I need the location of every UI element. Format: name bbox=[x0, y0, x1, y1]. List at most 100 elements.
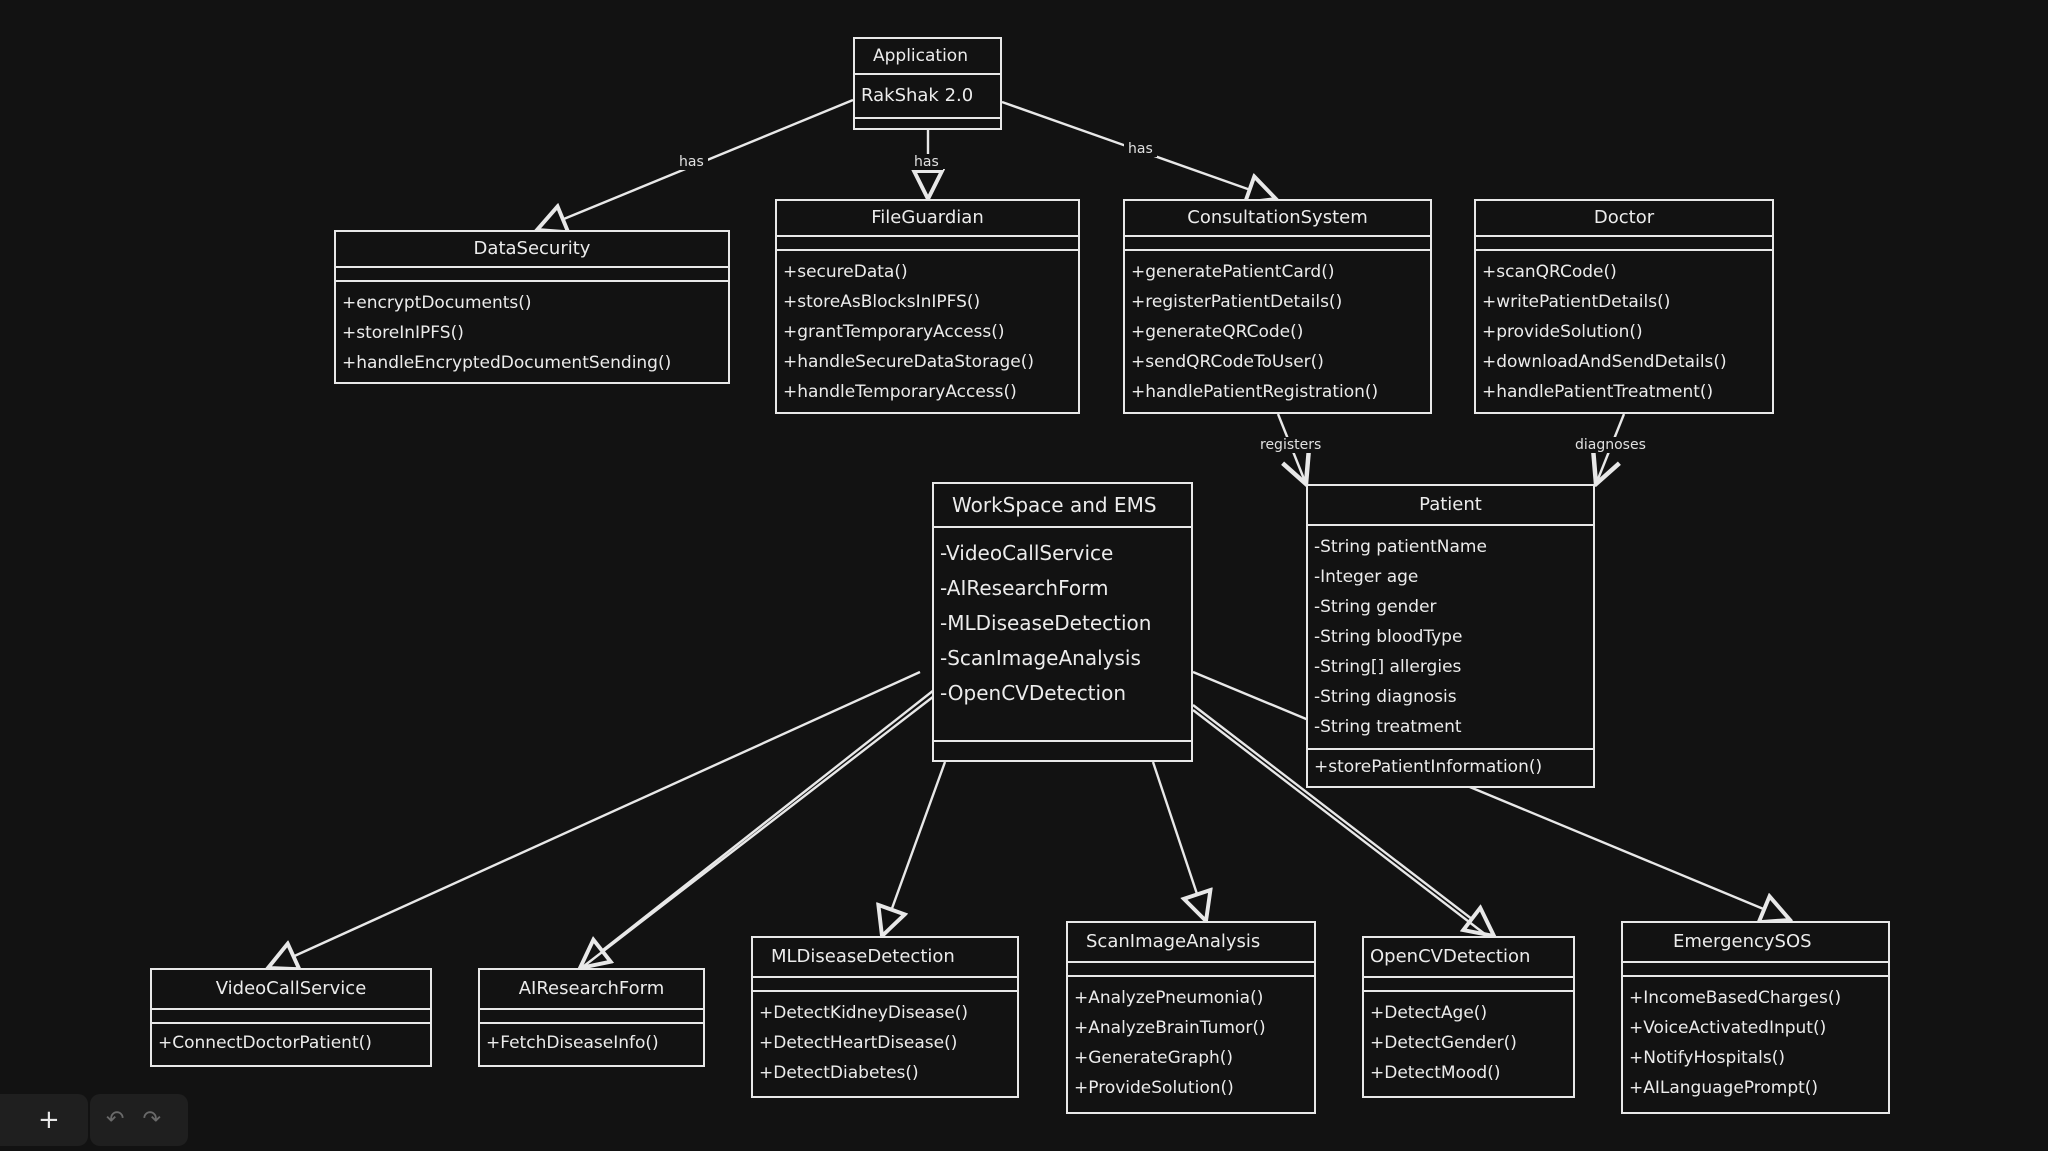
attribute: -VideoCallService bbox=[940, 541, 1114, 565]
attribute: -String diagnosis bbox=[1314, 687, 1457, 707]
class-name: VideoCallService bbox=[152, 970, 430, 1010]
class-attributes bbox=[1364, 978, 1573, 992]
class-datasecurity[interactable]: DataSecurity +encryptDocuments() +storeI… bbox=[334, 230, 730, 384]
class-methods: +scanQRCode() +writePatientDetails() +pr… bbox=[1476, 251, 1772, 413]
method: +ConnectDoctorPatient() bbox=[158, 1033, 372, 1053]
class-attributes bbox=[336, 268, 728, 282]
edge-ws-emergency bbox=[1192, 670, 1790, 920]
class-methods: +secureData() +storeAsBlocksInIPFS() +gr… bbox=[777, 251, 1078, 413]
class-workspace-ems[interactable]: WorkSpace and EMS -VideoCallService -AIR… bbox=[932, 482, 1193, 762]
class-attributes bbox=[1623, 963, 1888, 977]
method: +DetectMood() bbox=[1370, 1063, 1501, 1083]
class-attributes bbox=[1068, 963, 1314, 977]
class-attributes bbox=[1125, 237, 1430, 251]
method: +provideSolution() bbox=[1482, 322, 1643, 342]
method: +scanQRCode() bbox=[1482, 262, 1617, 282]
class-name: MLDiseaseDetection bbox=[753, 938, 1017, 978]
class-mldiseasedetection[interactable]: MLDiseaseDetection +DetectKidneyDisease(… bbox=[751, 936, 1019, 1098]
method: +storeInIPFS() bbox=[342, 323, 464, 343]
edge-ws-scanimage bbox=[1151, 761, 1206, 921]
method: +secureData() bbox=[783, 262, 908, 282]
method: +handleTemporaryAccess() bbox=[783, 382, 1017, 402]
attribute: -ScanImageAnalysis bbox=[940, 646, 1141, 670]
method: +encryptDocuments() bbox=[342, 293, 532, 313]
class-attributes: -VideoCallService -AIResearchForm -MLDis… bbox=[934, 528, 1191, 742]
method: +NotifyHospitals() bbox=[1629, 1048, 1785, 1068]
class-name: AIResearchForm bbox=[480, 970, 703, 1010]
class-methods: +storePatientInformation() bbox=[1308, 750, 1593, 784]
attribute: -String patientName bbox=[1314, 537, 1487, 557]
method: +handlePatientRegistration() bbox=[1131, 382, 1379, 402]
attribute: -AIResearchForm bbox=[940, 576, 1109, 600]
class-attributes bbox=[480, 1010, 703, 1024]
class-consultationsystem[interactable]: ConsultationSystem +generatePatientCard(… bbox=[1123, 199, 1432, 414]
method: +handleSecureDataStorage() bbox=[783, 352, 1034, 372]
class-videocallservice[interactable]: VideoCallService +ConnectDoctorPatient() bbox=[150, 968, 432, 1067]
edge-label-has: has bbox=[910, 154, 943, 170]
attribute: -OpenCVDetection bbox=[940, 681, 1126, 705]
class-attributes bbox=[1476, 237, 1772, 251]
class-name: Patient bbox=[1308, 486, 1593, 526]
edge-label-registers: registers bbox=[1256, 437, 1326, 453]
attribute: -String[] allergies bbox=[1314, 657, 1462, 677]
class-name: DataSecurity bbox=[336, 232, 728, 268]
method: +DetectHeartDisease() bbox=[759, 1033, 958, 1053]
attribute: -Integer age bbox=[1314, 567, 1419, 587]
method: +storePatientInformation() bbox=[1314, 757, 1543, 777]
class-methods: +AnalyzePneumonia() +AnalyzeBrainTumor()… bbox=[1068, 977, 1314, 1109]
edge-label-diagnoses: diagnoses bbox=[1571, 437, 1650, 453]
class-name: ConsultationSystem bbox=[1125, 201, 1430, 237]
method: +DetectGender() bbox=[1370, 1033, 1517, 1053]
class-opencvdetection[interactable]: OpenCVDetection +DetectAge() +DetectGend… bbox=[1362, 936, 1575, 1098]
class-patient[interactable]: Patient -String patientName -Integer age… bbox=[1306, 484, 1595, 788]
class-attributes bbox=[777, 237, 1078, 251]
class-attributes: -String patientName -Integer age -String… bbox=[1308, 526, 1593, 750]
class-emergencysos[interactable]: EmergencySOS +IncomeBasedCharges() +Voic… bbox=[1621, 921, 1890, 1114]
class-attributes: RakShak 2.0 bbox=[855, 75, 1000, 119]
class-methods: +FetchDiseaseInfo() bbox=[480, 1024, 703, 1062]
class-name: WorkSpace and EMS bbox=[934, 484, 1191, 528]
method: +AnalyzeBrainTumor() bbox=[1074, 1018, 1266, 1038]
attribute: -String treatment bbox=[1314, 717, 1462, 737]
edge-ws-opencv bbox=[1192, 704, 1494, 936]
method: +DetectDiabetes() bbox=[759, 1063, 919, 1083]
class-name: EmergencySOS bbox=[1623, 923, 1888, 963]
undo-button[interactable]: ↶ bbox=[106, 1107, 125, 1132]
class-name: Application bbox=[855, 39, 1000, 75]
method: +GenerateGraph() bbox=[1074, 1048, 1234, 1068]
class-name: FileGuardian bbox=[777, 201, 1078, 237]
method: +downloadAndSendDetails() bbox=[1482, 352, 1727, 372]
method: +registerPatientDetails() bbox=[1131, 292, 1343, 312]
edge-label-has: has bbox=[675, 154, 708, 170]
class-application[interactable]: Application RakShak 2.0 bbox=[853, 37, 1002, 130]
class-scanimageanalysis[interactable]: ScanImageAnalysis +AnalyzePneumonia() +A… bbox=[1066, 921, 1316, 1114]
class-methods: +IncomeBasedCharges() +VoiceActivatedInp… bbox=[1623, 977, 1888, 1109]
class-doctor[interactable]: Doctor +scanQRCode() +writePatientDetail… bbox=[1474, 199, 1774, 414]
method: +DetectAge() bbox=[1370, 1003, 1488, 1023]
attribute: -MLDiseaseDetection bbox=[940, 611, 1152, 635]
method: +handleEncryptedDocumentSending() bbox=[342, 353, 672, 373]
method: +VoiceActivatedInput() bbox=[1629, 1018, 1827, 1038]
class-attributes bbox=[753, 978, 1017, 992]
class-methods bbox=[934, 742, 1191, 754]
method: +AnalyzePneumonia() bbox=[1074, 988, 1264, 1008]
class-name: OpenCVDetection bbox=[1364, 938, 1573, 978]
method: +IncomeBasedCharges() bbox=[1629, 988, 1842, 1008]
redo-button[interactable]: ↷ bbox=[142, 1107, 161, 1132]
class-name: Doctor bbox=[1476, 201, 1772, 237]
method: +generateQRCode() bbox=[1131, 322, 1304, 342]
zoom-in-button[interactable]: + bbox=[38, 1105, 60, 1135]
method: +DetectKidneyDisease() bbox=[759, 1003, 969, 1023]
method: +sendQRCodeToUser() bbox=[1131, 352, 1324, 372]
method: +storeAsBlocksInIPFS() bbox=[783, 292, 981, 312]
zoom-toolbar: + bbox=[0, 1094, 88, 1146]
edge-label-has: has bbox=[1124, 141, 1157, 157]
class-attributes bbox=[152, 1010, 430, 1024]
class-fileguardian[interactable]: FileGuardian +secureData() +storeAsBlock… bbox=[775, 199, 1080, 414]
class-methods: +ConnectDoctorPatient() bbox=[152, 1024, 430, 1062]
class-methods: +encryptDocuments() +storeInIPFS() +hand… bbox=[336, 282, 728, 384]
class-methods: +DetectKidneyDisease() +DetectHeartDisea… bbox=[753, 992, 1017, 1094]
class-airesearchform[interactable]: AIResearchForm +FetchDiseaseInfo() bbox=[478, 968, 705, 1067]
class-name: ScanImageAnalysis bbox=[1068, 923, 1314, 963]
